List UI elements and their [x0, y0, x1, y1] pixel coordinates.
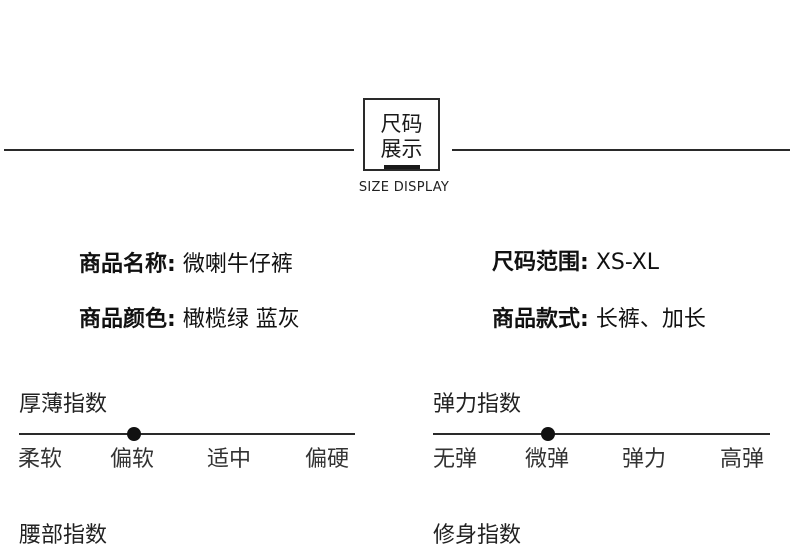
elasticity-option: 高弹: [720, 447, 765, 472]
product-name-label: 商品名称:: [79, 252, 176, 277]
product-style: 商品款式: 长裤、加长: [492, 306, 706, 334]
title-line-2: 展示: [380, 137, 423, 161]
thickness-scale-title: 厚薄指数: [19, 392, 108, 417]
elasticity-scale-track: [433, 433, 770, 435]
elasticity-scale-title: 弹力指数: [433, 392, 522, 417]
thickness-option: 偏硬: [305, 447, 350, 472]
fit-scale-title: 修身指数: [433, 523, 522, 548]
size-range: 尺码范围: XS-XL: [492, 249, 659, 277]
waist-scale-title: 腰部指数: [19, 523, 108, 548]
elasticity-scale-marker: [541, 427, 555, 441]
product-color-label: 商品颜色:: [79, 307, 176, 332]
product-style-value: 长裤、加长: [595, 307, 706, 332]
elasticity-option: 微弹: [525, 447, 570, 472]
product-color: 商品颜色: 橄榄绿 蓝灰: [79, 306, 300, 334]
header-divider-left: [4, 149, 354, 151]
elasticity-option: 弹力: [622, 447, 667, 472]
thickness-option: 偏软: [110, 447, 155, 472]
product-name-value: 微喇牛仔裤: [182, 252, 293, 277]
product-style-label: 商品款式:: [492, 307, 589, 332]
thickness-option: 适中: [207, 447, 252, 472]
size-display-title-box: 尺码 展示: [363, 98, 440, 171]
thickness-option: 柔软: [18, 447, 63, 472]
header-divider-right: [452, 149, 790, 151]
title-underline: [384, 165, 420, 169]
size-range-label: 尺码范围:: [492, 250, 589, 275]
product-color-value: 橄榄绿 蓝灰: [182, 307, 300, 332]
thickness-scale-track: [19, 433, 355, 435]
size-display-subtitle: SIZE DISPLAY: [358, 180, 450, 195]
thickness-scale-marker: [127, 427, 141, 441]
title-line-1: 尺码: [380, 112, 423, 136]
product-name: 商品名称: 微喇牛仔裤: [79, 251, 293, 279]
size-range-value: XS-XL: [595, 250, 660, 275]
elasticity-option: 无弹: [433, 447, 478, 472]
